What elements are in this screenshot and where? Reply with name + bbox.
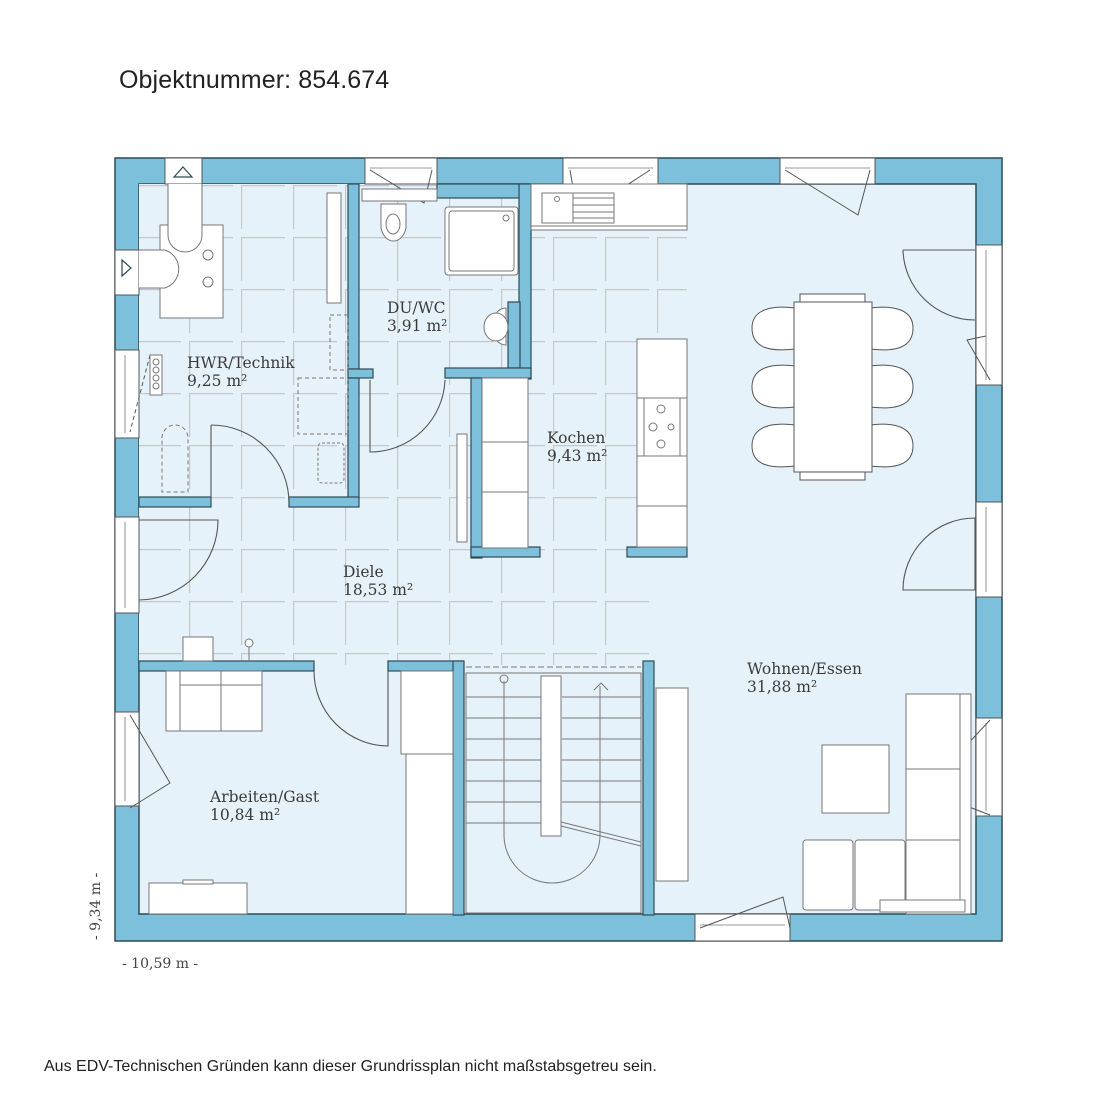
room-name-wohnen: Wohnen/Essen (747, 660, 862, 678)
room-area-arbeiten: 10,84 m² (210, 806, 280, 824)
window-marker-icons (121, 166, 194, 278)
kitchen-furniture (456, 183, 688, 549)
room-area-wohnen: 31,88 m² (747, 678, 817, 696)
room-area-kochen: 9,43 m² (547, 447, 607, 465)
object-number-title: Objektnummer: 854.674 (119, 66, 390, 94)
hwr-furniture (139, 184, 349, 493)
interior-walls (138, 183, 688, 916)
scale-disclaimer: Aus EDV-Technischen Gründen kann dieser … (44, 1058, 657, 1075)
office-furniture (148, 636, 454, 915)
windows (114, 157, 1003, 942)
room-area-diele: 18,53 m² (343, 581, 413, 599)
room-name-kochen: Kochen (547, 429, 605, 447)
room-name-arbeiten: Arbeiten/Gast (209, 788, 320, 806)
dining-furniture (751, 293, 914, 481)
dining-chairs (751, 306, 914, 468)
height-dimension: - 9,34 m - (88, 872, 104, 940)
room-name-duwc: DU/WC (387, 299, 446, 317)
doors (138, 249, 976, 747)
room-name-diele: Diele (343, 563, 384, 581)
room-name-hwr: HWR/Technik (187, 354, 295, 372)
room-area-hwr: 9,25 m² (187, 372, 247, 390)
living-furniture (655, 687, 972, 915)
bathroom-furniture (361, 188, 519, 346)
room-labels: HWR/Technik 9,25 m² DU/WC 3,91 m² Kochen… (187, 299, 862, 824)
staircase (465, 666, 642, 914)
width-dimension: - 10,59 m - (122, 956, 198, 972)
room-area-duwc: 3,91 m² (387, 317, 447, 335)
